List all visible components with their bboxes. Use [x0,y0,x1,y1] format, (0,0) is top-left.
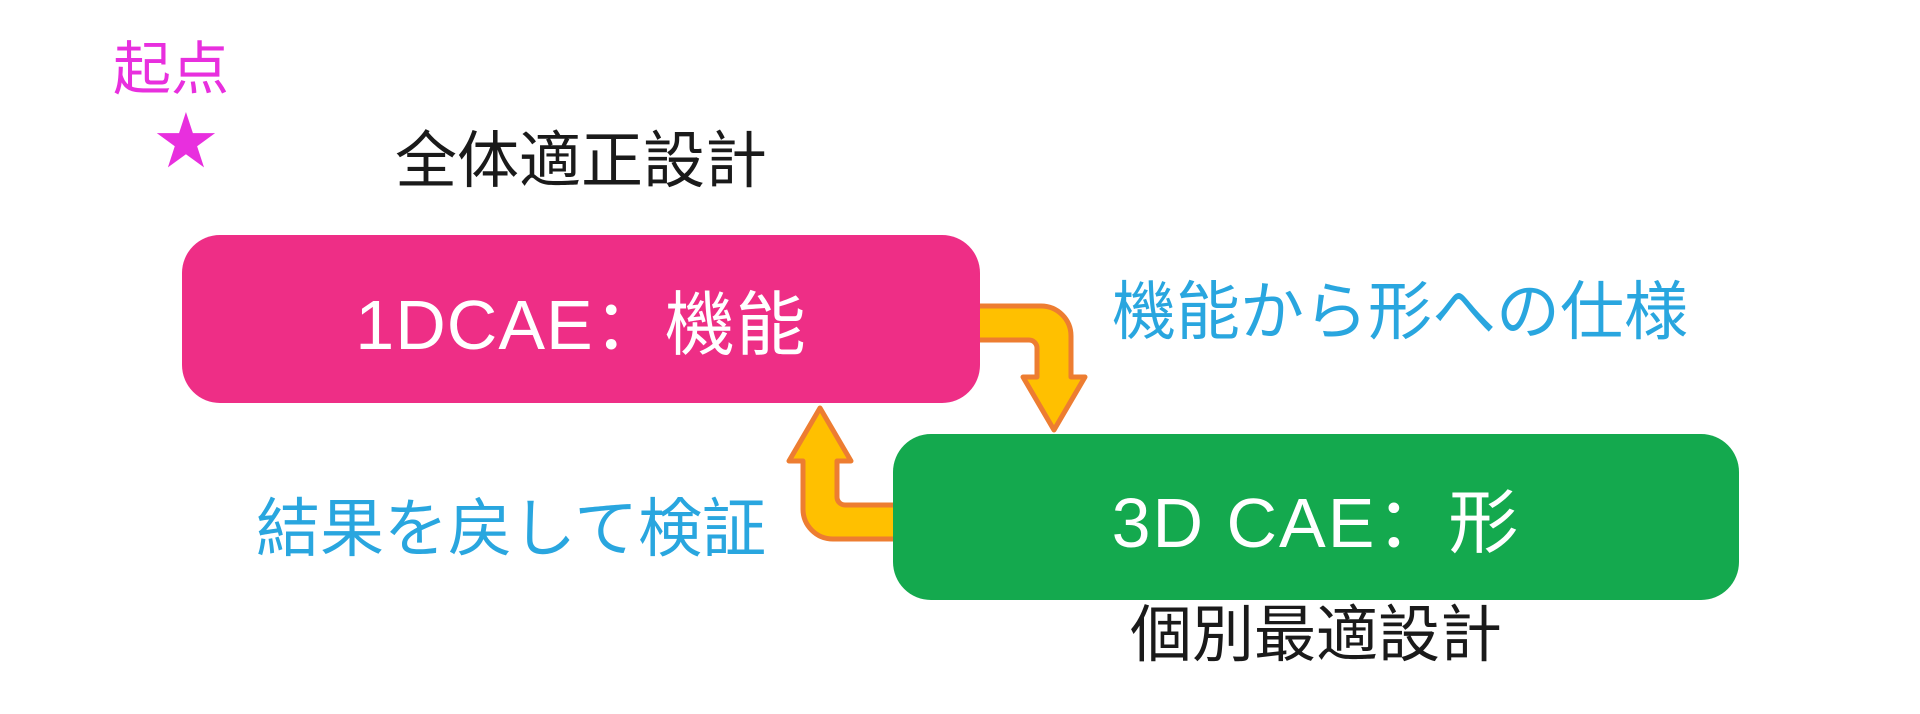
box-1dcae-function: 1DCAE：機能 [182,235,980,403]
origin-star-icon: ★ [151,99,221,184]
arrow-label-function-to-shape: 機能から形への仕様 [1112,276,1688,348]
origin-label: 起点 [113,37,230,102]
box-3dcae-shape-label: 3D CAE：形 [1111,483,1521,562]
arrow-return-verify-icon [786,405,904,542]
caption-individual-optimal-design: 個別最適設計 [1129,601,1502,670]
box-1dcae-function-label: 1DCAE：機能 [355,285,807,364]
arrow-function-to-shape-icon [969,303,1088,433]
caption-overall-optimal-design: 全体適正設計 [394,127,767,196]
arrow-label-return-verify: 結果を戻して検証 [256,493,767,565]
box-3dcae-shape: 3D CAE：形 [893,434,1739,600]
